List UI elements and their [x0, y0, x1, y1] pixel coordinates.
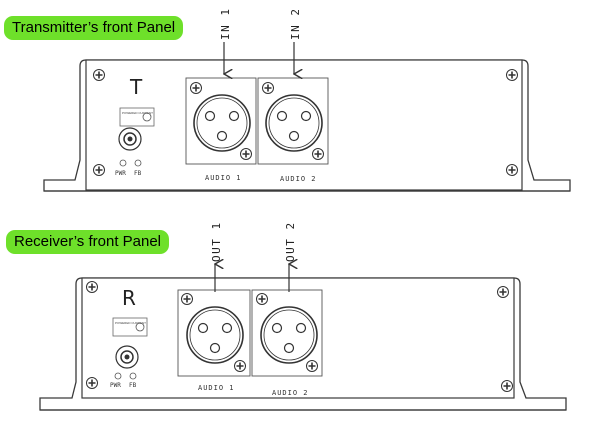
pwr-led-label: PWR	[115, 170, 126, 177]
receiver-unit-letter: R	[122, 286, 136, 310]
in-2-label: IN 2	[289, 8, 302, 41]
transmitter-title-badge: Transmitter’s front Panel	[4, 16, 184, 40]
audio-1-label: AUDIO 1	[198, 384, 235, 392]
power-label-plate	[119, 107, 155, 127]
in-1-label: IN 1	[219, 8, 232, 41]
audio-1-label: AUDIO 1	[205, 174, 242, 182]
screw-icon	[85, 376, 99, 390]
pwr-led-label: PWR	[110, 382, 121, 389]
power-label-text: POWERED CURRENT	[122, 111, 153, 115]
power-label-text: POWERED CURRENT	[115, 321, 146, 325]
power-label-plate	[112, 317, 148, 337]
audio-2-label: AUDIO 2	[280, 175, 317, 183]
audio-2-label: AUDIO 2	[272, 389, 309, 397]
xlr-connector-audio-2	[257, 77, 329, 165]
out-2-label: OUT 2	[284, 221, 297, 262]
receiver-panel: R POWERED CURRENT PWR FB	[39, 221, 567, 411]
screw-icon	[85, 280, 99, 294]
screw-icon	[505, 68, 519, 82]
xlr-connector-audio-1	[177, 289, 251, 377]
fb-led-label: FB	[129, 382, 137, 389]
plug-icon	[142, 112, 152, 122]
xlr-connector-audio-2	[251, 289, 323, 377]
out-1-label: OUT 1	[210, 221, 223, 262]
xlr-connector-audio-1	[185, 77, 257, 165]
fb-led	[129, 372, 137, 380]
fb-led	[134, 159, 142, 167]
plug-icon	[135, 322, 145, 332]
screw-icon	[500, 379, 514, 393]
screw-icon	[92, 68, 106, 82]
screw-icon	[505, 163, 519, 177]
screw-icon	[92, 163, 106, 177]
receiver-title-badge: Receiver’s front Panel	[6, 230, 170, 254]
transmitter-unit-letter: T	[129, 75, 143, 99]
transmitter-panel: T POWERED CURRENT PWR FB	[43, 8, 571, 192]
pwr-led	[114, 372, 122, 380]
fb-led-label: FB	[134, 170, 142, 177]
screw-icon	[496, 285, 510, 299]
pwr-led	[119, 159, 127, 167]
